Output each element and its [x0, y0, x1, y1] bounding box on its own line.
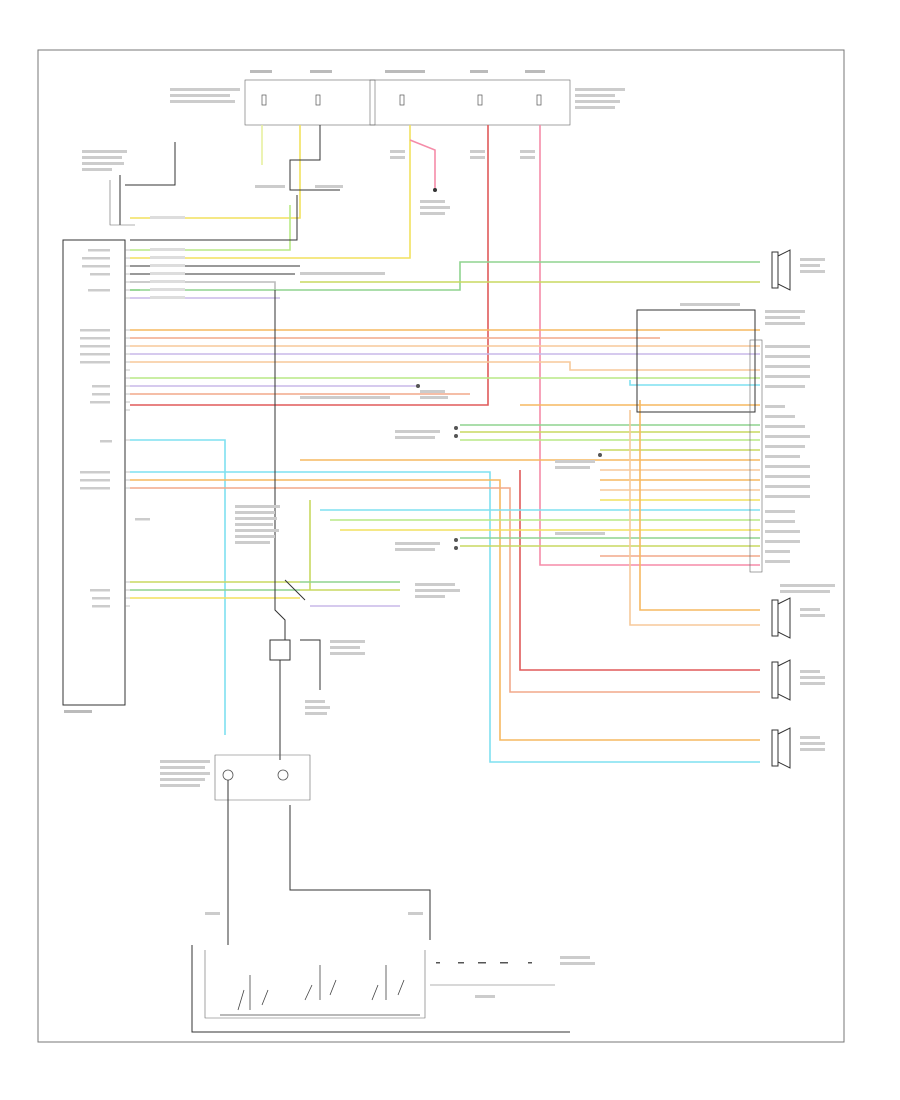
diagram-frame [37, 49, 845, 1043]
wire-light-green-1 [130, 205, 291, 251]
clockspring-icon [222, 769, 234, 781]
wire-pink-long [539, 125, 760, 566]
wire-yellow-2 [130, 125, 411, 259]
wire-yellow-feed [130, 125, 301, 219]
switch-icon [220, 965, 420, 1016]
speaker-left-front [771, 727, 825, 769]
speaker-right-rear [771, 659, 825, 701]
wire-pink-short [409, 139, 436, 190]
wire-cyan-1 [130, 439, 226, 735]
black-harness [235, 290, 365, 760]
fuse-junction-top [170, 70, 625, 126]
radio-pins [125, 249, 130, 607]
speaker-right-front [771, 249, 825, 291]
wire-red-long [130, 125, 489, 406]
ignition-connector [82, 142, 176, 226]
wires-middle-section [130, 261, 760, 763]
wires-top-section [130, 125, 760, 566]
fuse-icon [261, 94, 542, 106]
splice-icon [433, 188, 437, 192]
radio-unit-box [62, 239, 150, 713]
ground-icon [416, 384, 602, 550]
speaker-left-rear [771, 584, 835, 639]
amplifier-connector-box [636, 303, 810, 573]
steering-wheel-switches [160, 754, 595, 1033]
wire-green-speaker-1 [130, 261, 760, 291]
